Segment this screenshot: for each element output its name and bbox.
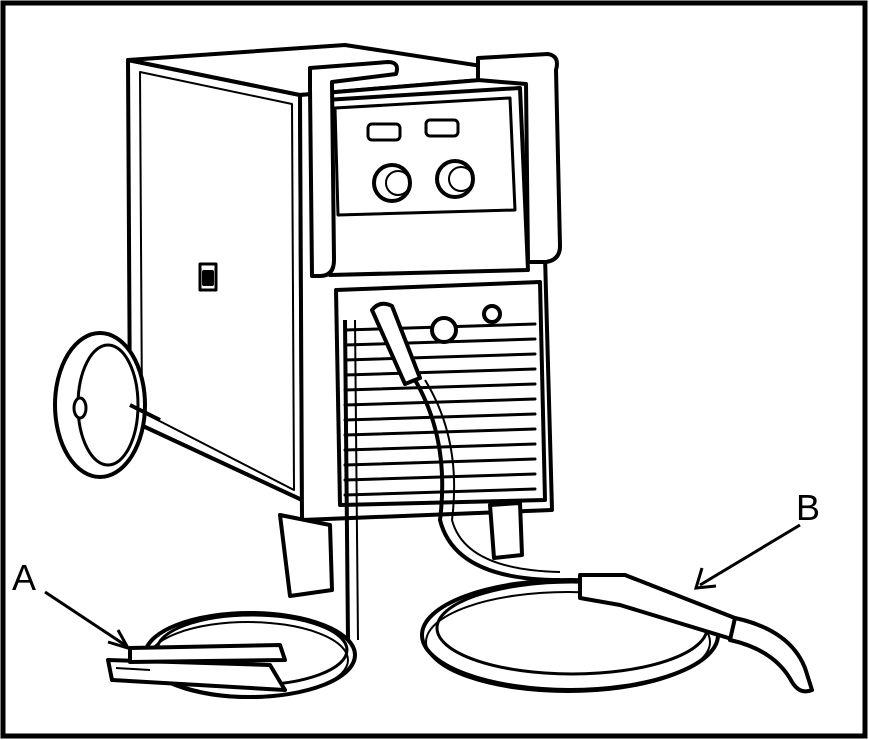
label-b: B	[796, 490, 820, 526]
arrow-b	[700, 525, 800, 585]
work-clamp-icon	[108, 645, 285, 690]
welding-torch-icon	[580, 575, 812, 691]
label-a: A	[12, 560, 36, 596]
arrow-a	[45, 592, 125, 645]
